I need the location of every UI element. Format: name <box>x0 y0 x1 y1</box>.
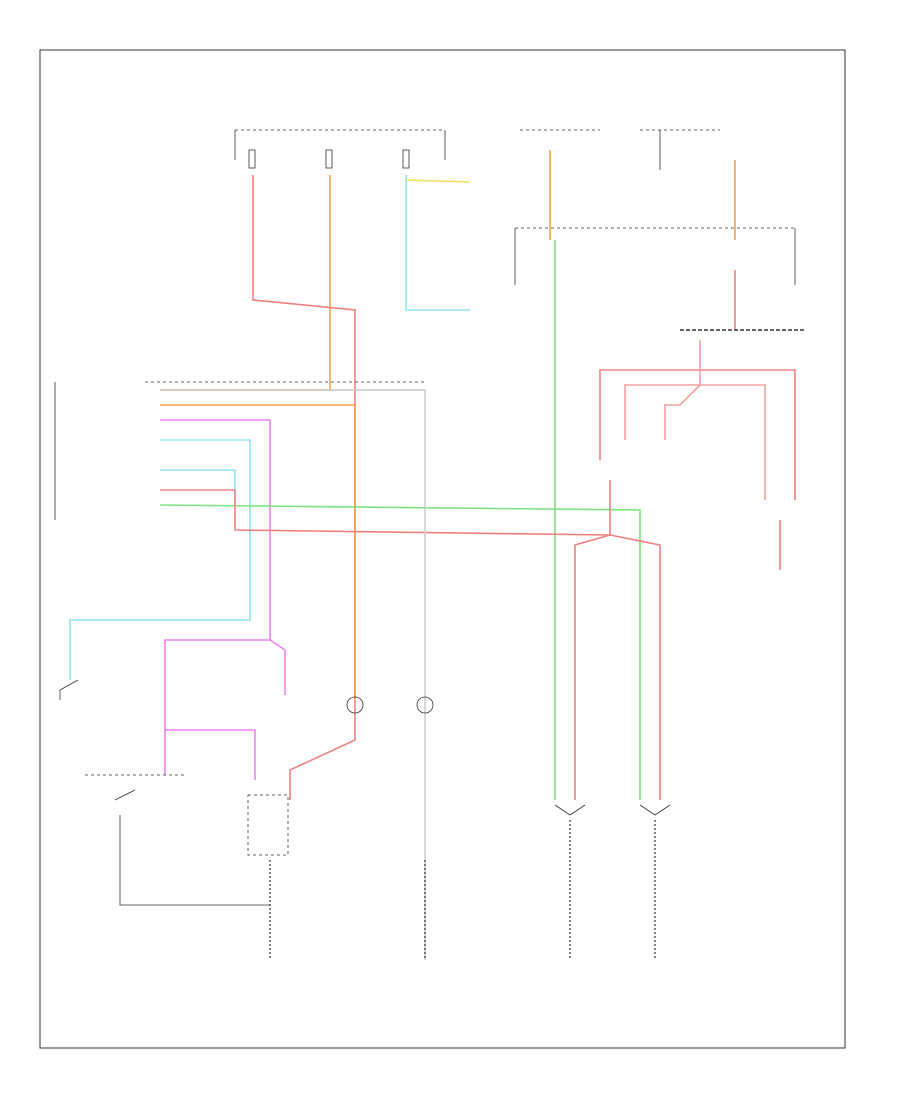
module-connector <box>54 381 425 520</box>
wire-magenta-3 <box>165 729 256 780</box>
lamp-icon-left <box>346 696 364 714</box>
fuse-icon-2 <box>325 149 333 169</box>
wire-magenta-2 <box>269 639 286 695</box>
wire-red-2 <box>160 480 611 536</box>
wire-red-1 <box>252 175 356 800</box>
wire-cyan-2 <box>69 439 251 680</box>
headlamp-icon-left <box>554 804 586 816</box>
dimmer-switch-box <box>247 794 289 856</box>
wire-cyan-1 <box>405 175 470 311</box>
fuse-panel-top <box>234 129 446 160</box>
wire-red-bus <box>599 369 796 500</box>
wire-pink-bus <box>624 340 701 440</box>
wire-pink-bus-3 <box>664 384 701 440</box>
switch-icon-left <box>59 679 79 700</box>
wire-orange-1 <box>160 175 331 391</box>
wire-grey-1 <box>160 389 426 960</box>
fuse-icon-1 <box>248 149 256 169</box>
wire-pink-bus-2 <box>700 384 766 500</box>
wire-yellow-1 <box>405 179 471 183</box>
diagram-frame <box>39 49 846 1049</box>
fuse-icon-3 <box>402 149 410 169</box>
relay-box <box>514 227 796 285</box>
wire-red-4 <box>609 534 661 800</box>
lamp-icon-center <box>416 696 434 714</box>
wire-cyan-3 <box>160 469 236 505</box>
headlamp-switch <box>85 774 270 906</box>
wire-green-1 <box>159 504 641 800</box>
headlamp-icon-right <box>639 804 671 816</box>
fuse-panel-right <box>520 129 720 170</box>
wire-red-3 <box>574 534 611 800</box>
wire-orange-2 <box>160 404 356 700</box>
wire-magenta-1 <box>160 419 271 775</box>
